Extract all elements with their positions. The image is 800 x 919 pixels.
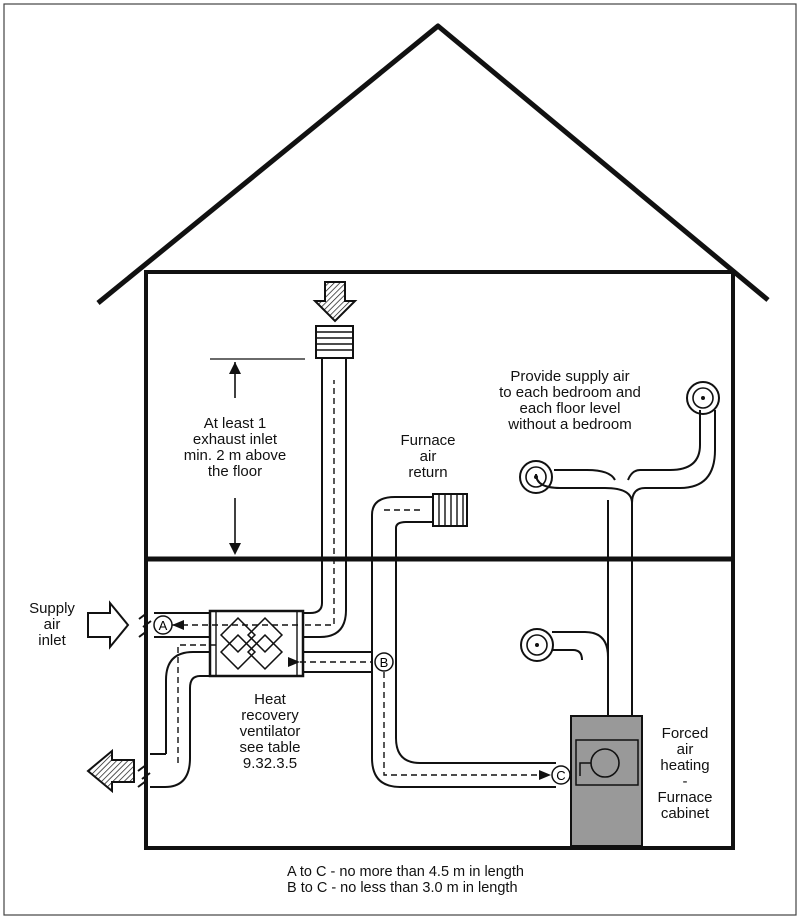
supply-diffuser-lower	[520, 628, 554, 662]
point-b-marker: B	[374, 652, 394, 672]
hrv-to-return-duct	[303, 651, 372, 673]
arrow-to-c-icon	[539, 770, 551, 780]
supply-diffuser-upper-left	[519, 460, 553, 494]
exhaust-duct	[300, 358, 347, 638]
height-dimension	[210, 358, 305, 555]
exhaust-grille	[315, 325, 354, 359]
note-b-to-c: B to C - no less than 3.0 m in length	[287, 880, 518, 896]
supply-inlet-duct	[138, 612, 210, 638]
exhaust-down-arrow-icon	[312, 281, 358, 323]
provide-supply-air-label: Provide supply air to each bedroom and e…	[499, 368, 641, 433]
roof	[96, 23, 770, 305]
forced-air-furnace-label: Forced air heating - Furnace cabinet	[657, 725, 713, 822]
point-b-label: B	[380, 655, 389, 670]
supply-inlet-arrow-icon	[87, 600, 130, 650]
heat-recovery-ventilator	[208, 609, 305, 678]
return-grille	[432, 493, 468, 527]
point-c-marker: C	[551, 765, 571, 785]
supply-diffuser-upper-right	[686, 381, 720, 415]
supply-duct-tree	[535, 410, 716, 716]
note-a-to-c: A to C - no more than 4.5 m in length	[287, 864, 524, 880]
frame-border	[3, 3, 797, 916]
hrv-exhaust-outlet-duct	[137, 651, 210, 788]
point-a-label: A	[159, 618, 168, 633]
point-c-label: C	[556, 768, 565, 783]
hrv-label: Heat recovery ventilator see table 9.32.…	[239, 691, 301, 772]
furnace-air-return-label: Furnace air return	[400, 432, 456, 481]
arrow-into-hrv-icon	[172, 620, 184, 630]
exhaust-inlet-label: At least 1 exhaust inlet min. 2 m above …	[183, 415, 287, 480]
air-path-dashes	[172, 380, 540, 776]
furnace-return-duct	[371, 496, 556, 788]
arrow-to-b-icon	[288, 657, 300, 667]
furnace-cabinet	[570, 715, 643, 847]
exhaust-outlet-arrow-icon	[86, 748, 135, 794]
point-a-marker: A	[153, 615, 173, 635]
supply-air-inlet-label: Supply air inlet	[29, 600, 75, 649]
